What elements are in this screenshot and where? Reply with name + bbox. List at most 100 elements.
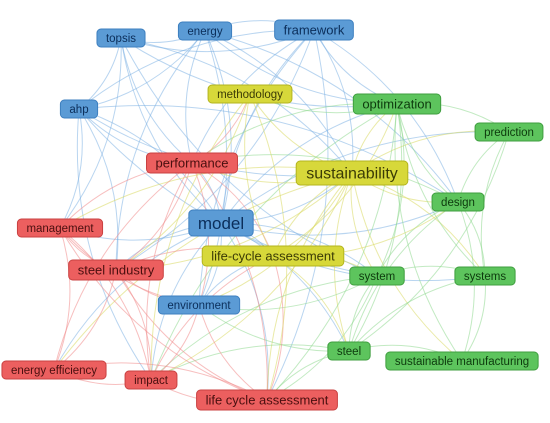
node-label-energy: energy [187,26,222,38]
node-label-lca-hyphen: life-cycle assessment [211,249,335,264]
node-management[interactable]: management [16,218,104,238]
edge-management-energy-efficiency [53,227,71,371]
edge-methodology-lca-space [249,93,288,401]
node-optimization[interactable]: optimization [352,93,442,115]
edge-model-energy [204,30,232,224]
node-box-impact[interactable] [124,370,178,390]
edge-model-topsis [120,37,222,224]
node-label-framework: framework [284,23,345,38]
edge-model-prediction [220,131,510,224]
edge-systems-steel [348,275,486,352]
node-label-methodology: methodology [217,89,283,101]
node-ahp[interactable]: ahp [59,99,99,119]
node-lca-space[interactable]: life cycle assessment [196,389,338,411]
node-box-optimization[interactable] [352,93,442,115]
node-box-performance[interactable] [146,152,238,174]
node-box-environment[interactable] [157,295,241,315]
edge-ahp-steel-industry [78,108,119,271]
edge-methodology-steel-industry [115,93,251,271]
node-label-performance: performance [156,156,229,171]
node-framework[interactable]: framework [274,19,354,41]
node-label-environment: environment [167,300,231,312]
node-label-sustainable-manufacturing: sustainable manufacturing [395,356,529,368]
node-box-system[interactable] [349,266,405,286]
node-lca-hyphen[interactable]: life-cycle assessment [201,245,345,267]
node-prediction[interactable]: prediction [474,122,544,142]
network-edges [53,20,510,404]
edge-performance-lca-space [191,162,268,401]
node-label-optimization: optimization [362,97,431,112]
node-label-prediction: prediction [484,127,534,139]
node-label-design: design [441,197,475,209]
node-label-ahp: ahp [69,104,88,116]
edge-methodology-lca-hyphen [244,93,274,257]
node-box-systems[interactable] [454,266,516,286]
node-label-lca-space: life cycle assessment [206,393,329,408]
network-nodes: topsis energy framework ahp model environment… [1,19,544,411]
node-box-lca-space[interactable] [196,389,338,411]
node-sustainability[interactable]: sustainability [295,160,409,186]
node-label-management: management [26,223,94,235]
edge-sustainability-energy-efficiency [53,172,353,371]
node-system[interactable]: system [349,266,405,286]
node-box-sustainability[interactable] [295,160,409,186]
node-model[interactable]: model [188,209,254,237]
node-box-methodology[interactable] [207,84,293,104]
node-box-prediction[interactable] [474,122,544,142]
node-box-steel[interactable] [327,341,371,361]
edge-model-steel [220,222,350,352]
edge-energy-performance [185,30,206,164]
node-label-systems: systems [464,271,506,283]
edge-optimization-lca-space [266,103,398,401]
node-label-energy-efficiency: energy efficiency [11,365,97,377]
node-energy-efficiency[interactable]: energy efficiency [1,360,107,380]
node-box-energy-efficiency[interactable] [1,360,107,380]
edge-design-prediction [457,131,510,203]
node-box-topsis[interactable] [96,28,146,48]
edge-framework-lca-space [266,29,329,401]
edge-ahp-impact [76,108,152,381]
node-label-impact: impact [134,375,169,387]
edge-topsis-performance [120,37,193,164]
edge-management-lca-space [59,227,268,401]
node-box-steel-industry[interactable] [68,259,164,281]
node-steel[interactable]: steel [327,341,371,361]
node-systems[interactable]: systems [454,266,516,286]
edge-optimization-system [376,103,405,277]
node-topsis[interactable]: topsis [96,28,146,48]
node-label-topsis: topsis [106,33,136,45]
node-box-design[interactable] [431,192,485,212]
node-energy[interactable]: energy [177,21,233,41]
edge-lca-hyphen-optimization [272,103,398,257]
edge-framework-optimization [313,29,398,105]
node-label-sustainability: sustainability [306,166,398,183]
node-performance[interactable]: performance [146,152,238,174]
edge-system-impact [150,275,378,381]
node-box-framework[interactable] [274,19,354,41]
edge-impact-lca-hyphen [150,255,274,381]
node-methodology[interactable]: methodology [207,84,293,104]
edge-optimization-steel [348,103,403,352]
node-label-steel-industry: steel industry [78,263,155,278]
node-steel-industry[interactable]: steel industry [68,259,164,281]
node-box-management[interactable] [16,218,104,238]
node-box-sustainable-manufacturing[interactable] [385,351,539,371]
node-box-energy[interactable] [177,21,233,41]
node-impact[interactable]: impact [124,370,178,390]
edge-topsis-management [59,37,122,229]
node-box-model[interactable] [188,209,254,237]
node-box-lca-hyphen[interactable] [201,245,345,267]
node-sustainable-manufacturing[interactable]: sustainable manufacturing [385,351,539,371]
edge-energy-design [204,30,459,203]
edge-performance-energy-efficiency [53,162,193,371]
edge-prediction-systems [480,131,510,277]
node-box-ahp[interactable] [59,99,99,119]
edge-prediction-steel [348,131,510,352]
edge-ahp-management [59,108,83,229]
node-design[interactable]: design [431,192,485,212]
edge-steel-impact [150,344,350,381]
node-environment[interactable]: environment [157,295,241,315]
edge-optimization-systems [396,103,486,277]
node-label-system: system [359,271,395,283]
node-label-steel: steel [337,346,361,358]
